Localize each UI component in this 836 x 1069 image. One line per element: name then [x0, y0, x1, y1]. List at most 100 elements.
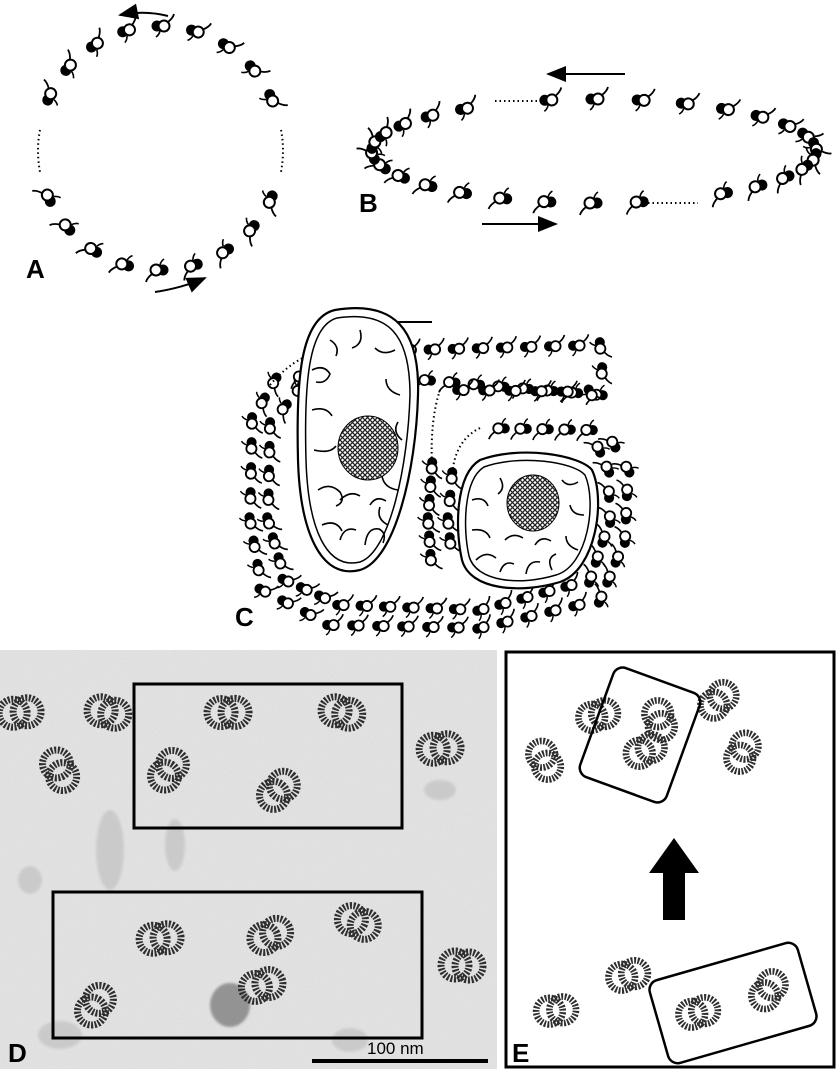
doublet-unit	[242, 412, 264, 433]
doublet-unit	[389, 109, 418, 139]
doublet-unit	[595, 564, 622, 591]
doublet-unit	[114, 15, 142, 43]
doublet-unit	[238, 54, 270, 86]
doublet-unit	[247, 557, 271, 581]
doublet-unit	[421, 456, 444, 478]
panel-label-d: D	[8, 1040, 27, 1066]
doublet-unit	[80, 28, 111, 60]
doublet-unit	[35, 80, 65, 110]
doublet-unit	[584, 434, 612, 462]
doublet-unit	[240, 487, 262, 508]
doublet-unit	[258, 488, 280, 509]
doublet-unit	[580, 192, 603, 215]
doublet-unit	[273, 588, 301, 616]
doublet-unit	[213, 31, 244, 63]
doublet-unit	[511, 418, 532, 440]
panel-label-a: A	[26, 256, 45, 282]
doublet-unit	[626, 190, 650, 214]
doublet-unit	[257, 85, 287, 115]
doublet-unit	[418, 493, 441, 515]
doublet-unit	[243, 534, 267, 558]
dotted-gap	[432, 390, 440, 465]
doublet-unit	[568, 334, 589, 356]
doublet-unit	[577, 564, 604, 590]
doublet-unit	[555, 419, 576, 441]
doublet-unit	[471, 337, 492, 359]
doublet-unit	[208, 237, 239, 269]
doublet-unit	[355, 595, 376, 617]
doublet-unit	[714, 96, 740, 122]
doublet-unit	[146, 259, 169, 282]
doublet-unit	[489, 186, 514, 211]
doublet-unit	[520, 336, 541, 358]
doublet-unit	[577, 420, 598, 442]
panel-label-c: C	[235, 604, 254, 630]
doublet-unit	[566, 592, 591, 617]
doublet-unit	[53, 50, 85, 82]
doublet-unit	[402, 596, 423, 618]
doublet-unit	[423, 338, 444, 360]
doublet-unit	[453, 95, 479, 121]
doublet-unit	[397, 615, 418, 637]
doublet-unit	[419, 530, 442, 552]
doublet-unit	[494, 609, 519, 634]
doublet-unit	[743, 173, 771, 201]
doublet-unit	[447, 337, 468, 359]
doublet-unit	[260, 368, 289, 396]
doublet-unit	[50, 210, 82, 242]
scale-bar-label: 100 nm	[367, 1040, 424, 1057]
doublet-unit	[420, 475, 443, 497]
panel-b-ring	[357, 87, 832, 215]
doublet-unit	[769, 164, 798, 194]
doublet-unit	[448, 598, 469, 620]
panel-label-b: B	[359, 190, 378, 216]
doublet-unit	[259, 441, 281, 462]
dotted-gap	[281, 130, 283, 172]
doublet-unit	[256, 509, 282, 535]
panel-e-averages	[506, 652, 834, 1067]
mitochondrion-left	[298, 308, 419, 571]
doublet-unit	[76, 234, 107, 266]
doublet-unit	[496, 336, 517, 358]
doublet-unit	[267, 549, 293, 575]
doublet-unit	[183, 17, 211, 45]
doublet-unit	[586, 87, 609, 110]
doublet-unit	[441, 466, 464, 488]
panel-a-ring	[32, 14, 287, 282]
doublet-unit	[239, 510, 263, 534]
doublet-unit	[593, 454, 621, 482]
doublet-unit	[544, 335, 565, 357]
doublet-unit	[631, 88, 655, 112]
doublet-unit	[422, 616, 443, 638]
doublet-unit	[418, 101, 446, 129]
doublet-unit	[589, 336, 612, 358]
panel-a-arrow-top	[120, 13, 168, 16]
doublet-unit	[470, 614, 495, 639]
doublet-unit	[378, 595, 399, 617]
doublet-unit	[322, 614, 343, 636]
doublet-unit	[152, 14, 175, 37]
doublet-unit	[296, 600, 324, 628]
mitochondrion-right	[458, 453, 598, 589]
doublet-unit	[489, 418, 510, 440]
doublet-unit	[614, 527, 636, 549]
panel-a-arrow-bottom	[155, 278, 205, 292]
doublet-unit	[332, 594, 353, 616]
doublet-unit	[448, 180, 474, 206]
doublet-unit	[470, 596, 496, 622]
doublet-unit	[178, 252, 206, 280]
panel-label-e: E	[512, 1040, 529, 1066]
doublet-unit	[533, 190, 557, 214]
doublet-unit	[260, 417, 282, 438]
doublet-unit	[709, 181, 735, 207]
doublet-unit	[262, 529, 288, 555]
doublet-unit	[533, 419, 554, 441]
doublet-unit	[597, 482, 619, 504]
doublet-unit	[250, 577, 278, 605]
doublet-unit	[32, 181, 62, 211]
doublet-unit	[518, 603, 543, 628]
panel-d-micrograph	[0, 650, 497, 1069]
doublet-unit	[447, 616, 468, 638]
doublet-unit	[598, 507, 620, 529]
